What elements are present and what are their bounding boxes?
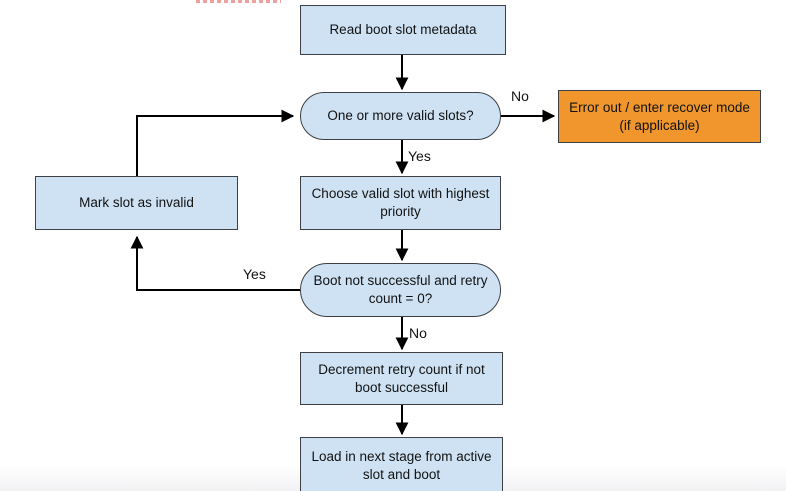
node-decision-valid-slots: One or more valid slots? bbox=[300, 92, 501, 140]
edge-label-valid-slots-yes: Yes bbox=[408, 148, 431, 164]
edge-label-boot-retry-yes: Yes bbox=[243, 266, 266, 282]
node-decrement-retry-count: Decrement retry count if not boot succes… bbox=[300, 352, 503, 405]
node-choose-valid-slot: Choose valid slot with highest priority bbox=[300, 176, 501, 230]
node-decision-boot-retry: Boot not successful and retry count = 0? bbox=[300, 263, 501, 317]
node-load-next-stage: Load in next stage from active slot and … bbox=[300, 437, 503, 491]
edge-retry-yes-to-mark bbox=[130, 235, 300, 291]
edge-label-valid-slots-no: No bbox=[511, 88, 529, 104]
node-mark-slot-invalid: Mark slot as invalid bbox=[35, 176, 238, 230]
node-read-boot-slot-metadata: Read boot slot metadata bbox=[300, 5, 506, 55]
node-error-out-recover-mode: Error out / enter recover mode (if appli… bbox=[558, 90, 761, 143]
edge-label-boot-retry-no: No bbox=[409, 325, 427, 341]
red-dashed-underline-artifact bbox=[196, 0, 281, 3]
edge-mark-to-valid bbox=[136, 109, 295, 176]
